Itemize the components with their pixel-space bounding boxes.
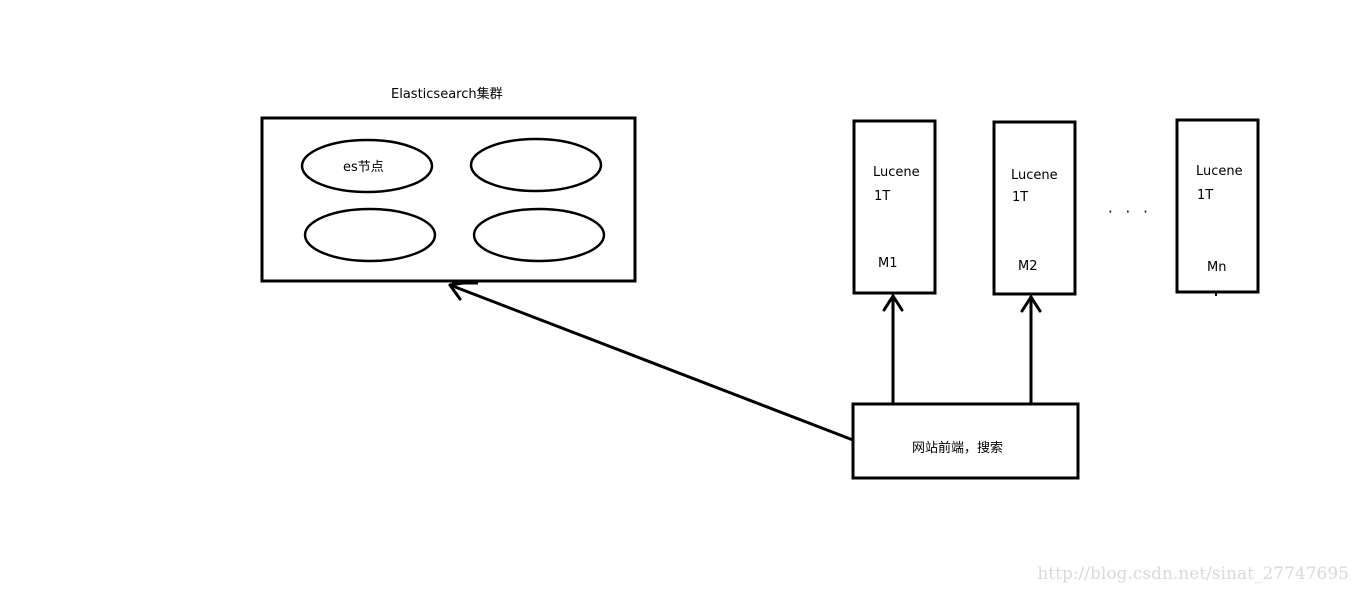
machine-engine-label: Lucene [1196,164,1243,179]
es-node-1 [300,138,434,194]
machine-size-label: 1T [874,189,890,204]
frontend-label: 网站前端，搜索 [912,440,1003,456]
machine-engine-label: Lucene [1011,168,1058,183]
es-node-3 [303,207,437,263]
machine-name-label: M2 [1018,259,1038,274]
es-node-4 [472,207,606,263]
cluster-title: Elasticsearch集群 [391,86,503,102]
machine-size-label: 1T [1197,188,1213,203]
cluster-box [260,116,637,283]
arrow-to-m1 [882,294,904,406]
machine-name-label: Mn [1207,260,1226,275]
machine-size-label: 1T [1012,190,1028,205]
es-node-2 [469,137,603,193]
machine-name-label: M1 [878,256,898,271]
machine-m1: Lucene 1T M1 [852,119,937,295]
es-node-label: es节点 [343,160,384,175]
watermark: http://blog.csdn.net/sinat_27747695 [1037,564,1349,584]
arrow-to-cluster [448,280,855,442]
machine-engine-label: Lucene [873,165,920,180]
arrow-to-m2 [1020,295,1042,406]
machine-mn: Lucene 1T Mn [1175,118,1260,296]
machines-ellipsis: · · · [1108,203,1152,221]
machine-m2: Lucene 1T M2 [992,120,1077,296]
